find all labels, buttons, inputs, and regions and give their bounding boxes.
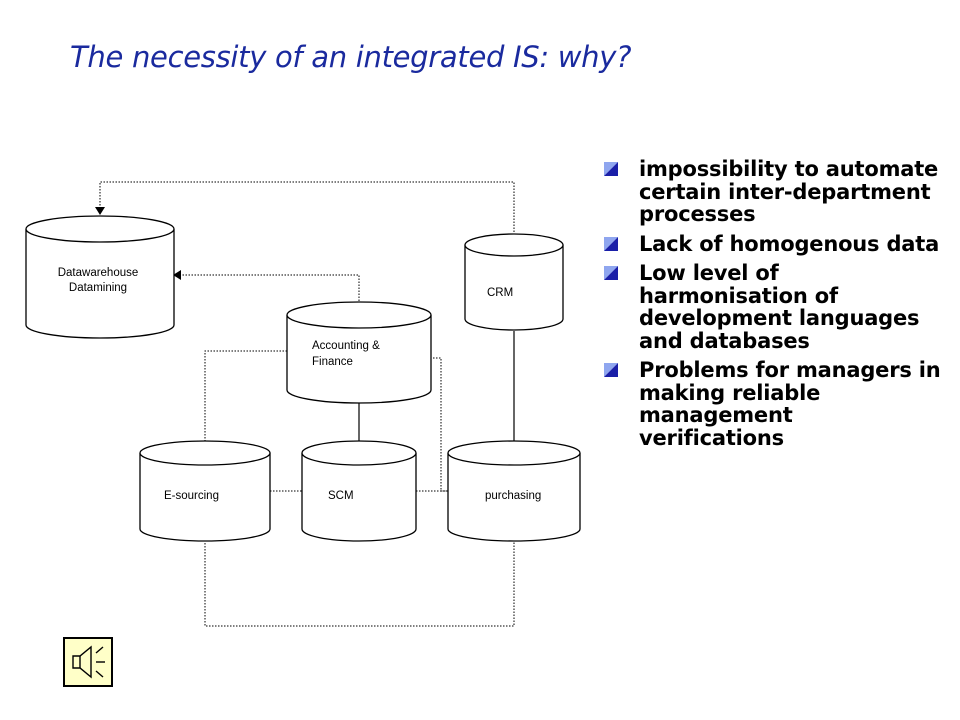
dotted-connector-accounting-esourcing xyxy=(204,350,290,443)
slide-title: The necessity of an integrated IS: why? xyxy=(70,40,632,74)
bullet-text: impossibility to automate certain inter-… xyxy=(639,157,939,226)
datawarehouse-label-line1: Datawarehouse xyxy=(58,267,139,279)
square-bullet-icon xyxy=(604,266,618,280)
bullet-item: Lack of homogenous data xyxy=(604,231,944,256)
dotted-connector-crm-datawarehouse xyxy=(99,181,515,235)
audio-play-button[interactable] xyxy=(63,637,113,687)
square-bullet-icon xyxy=(604,363,618,377)
square-bullet-icon xyxy=(604,236,618,251)
arrowhead-down xyxy=(95,207,105,215)
crm-label: CRM xyxy=(487,287,513,299)
dotted-connector-accounting-purchasing xyxy=(430,357,448,492)
cylinder-crm xyxy=(464,233,564,331)
cylinder-scm xyxy=(301,440,417,542)
cylinder-purchasing xyxy=(447,440,581,542)
cylinder-esourcing xyxy=(139,440,271,542)
purchasing-label: purchasing xyxy=(485,490,541,502)
arrowheads xyxy=(95,207,181,280)
accounting-label-line2: Finance xyxy=(312,356,353,368)
scm-label: SCM xyxy=(328,490,354,502)
bullet-item: Problems for managers in making reliable… xyxy=(604,359,944,449)
arrowhead-left xyxy=(173,270,181,280)
bullet-text: Lack of homogenous data xyxy=(639,231,940,256)
cylinder-datawarehouse xyxy=(25,215,175,339)
bullet-item: Low level of harmonisation of developmen… xyxy=(604,262,944,352)
bullet-list: impossibility to automate certain inter-… xyxy=(604,158,944,456)
datawarehouse-label-line2: Datamining xyxy=(69,282,127,294)
square-bullet-icon xyxy=(604,162,618,176)
cylinder-accounting xyxy=(286,301,432,404)
bullet-item: impossibility to automate certain inter-… xyxy=(604,158,944,226)
dotted-connector-esourcing-purchasing xyxy=(204,540,515,627)
bullet-text: Low level of harmonisation of developmen… xyxy=(639,261,920,353)
bullet-text: Problems for managers in making reliable… xyxy=(639,358,941,450)
esourcing-label: E-sourcing xyxy=(164,490,219,502)
accounting-label-line1: Accounting & xyxy=(312,340,380,352)
dotted-connector-accounting-datawarehouse xyxy=(181,274,360,304)
speaker-icon xyxy=(72,645,105,679)
